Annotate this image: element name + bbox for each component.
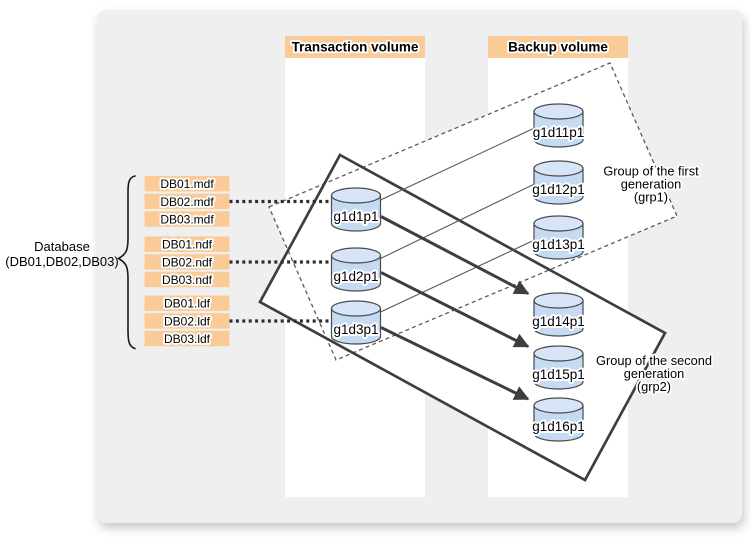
disk-label: g1d11p1	[533, 125, 585, 140]
transaction-disk-icon: g1d2p1	[330, 247, 382, 292]
file-box	[144, 193, 230, 210]
group2-solid-outline	[258, 153, 667, 482]
group2-label: Group of the second generation (grp2)	[594, 351, 714, 396]
group2-label-line2: generation	[624, 366, 684, 381]
copy-arrow-g1d2p1-to-g1d15p1	[380, 271, 530, 348]
group1-label-line3: (grp1)	[634, 190, 668, 205]
file-label: DB02.ldf	[164, 314, 211, 328]
transaction-volume-header: Transaction volume	[285, 36, 425, 58]
group1-label-line2: generation	[621, 177, 681, 192]
backup-volume-header: Backup volume	[488, 36, 628, 58]
file-box	[144, 211, 230, 227]
backup-disk-icon: g1d14p1	[530, 292, 587, 337]
backup-disk-icon: g1d16p1	[530, 397, 587, 442]
file-box	[144, 295, 230, 311]
database-label: Database (DB01,DB02,DB03)	[5, 239, 118, 269]
file-box	[144, 254, 230, 270]
file-box-group-ldf: DB01.ldf DB02.ldf DB03.ldf	[144, 295, 230, 348]
transaction-volume-header-label: Transaction volume	[292, 40, 419, 55]
file-label: DB03.mdf	[160, 213, 214, 227]
file-label: DB01.ndf	[162, 238, 213, 252]
transaction-disk-icon: g1d1p1	[330, 187, 382, 232]
backup-volume-header-label: Backup volume	[508, 40, 608, 55]
file-box	[144, 330, 230, 347]
file-label: DB03.ndf	[162, 273, 213, 287]
copy-line-g1d3p1-to-g1d13p1	[380, 239, 535, 313]
disk-label: g1d2p1	[333, 269, 378, 284]
copy-arrow-g1d1p1-to-g1d14p1	[380, 215, 530, 295]
file-label: DB01.ldf	[164, 297, 211, 311]
file-label: DB02.ndf	[162, 255, 213, 269]
copy-arrow-g1d3p1-to-g1d16p1	[380, 326, 530, 401]
disk-label: g1d3p1	[333, 322, 378, 337]
transaction-disk-icon: g1d3p1	[330, 300, 382, 345]
disk-label: g1d15p1	[532, 367, 585, 382]
backup-disk-icon: g1d12p1	[530, 160, 587, 205]
file-label: DB02.mdf	[160, 195, 214, 209]
group1-label-line1: Group of the first	[603, 164, 699, 179]
database-label-line1: Database	[34, 239, 90, 254]
disk-label: g1d13p1	[532, 237, 585, 252]
group2-label-line1: Group of the second	[596, 353, 712, 368]
backup-disk-icon: g1d11p1	[531, 103, 586, 148]
backup-volume-header-box	[488, 36, 628, 58]
disk-label: g1d14p1	[532, 314, 585, 329]
group1-label: Group of the first generation (grp1)	[602, 162, 701, 207]
disk-label: g1d1p1	[333, 209, 378, 224]
copy-line-g1d2p1-to-g1d12p1	[380, 183, 535, 259]
copy-line-g1d1p1-to-g1d11p1	[380, 127, 535, 201]
group1-dashed-outline	[268, 62, 678, 361]
file-box	[144, 271, 230, 288]
disk-label: g1d12p1	[532, 182, 585, 197]
file-box	[144, 313, 230, 329]
file-box-group-mdf: DB01.mdf DB02.mdf DB03.mdf	[144, 175, 230, 228]
group2-label-line3: (grp2)	[637, 379, 671, 394]
file-label: DB01.mdf	[160, 177, 214, 191]
database-label-line2: (DB01,DB02,DB03)	[5, 254, 118, 269]
backup-disk-icon: g1d15p1	[530, 345, 587, 390]
curly-brace-icon	[116, 175, 136, 350]
file-label: DB03.ldf	[164, 332, 211, 346]
backup-disk-icon: g1d13p1	[530, 215, 587, 260]
disk-label: g1d16p1	[532, 419, 585, 434]
file-box	[144, 176, 230, 192]
file-box-group-ndf: DB01.ndf DB02.ndf DB03.ndf	[144, 236, 230, 289]
transaction-volume-header-box	[285, 36, 425, 58]
file-box	[144, 236, 230, 252]
